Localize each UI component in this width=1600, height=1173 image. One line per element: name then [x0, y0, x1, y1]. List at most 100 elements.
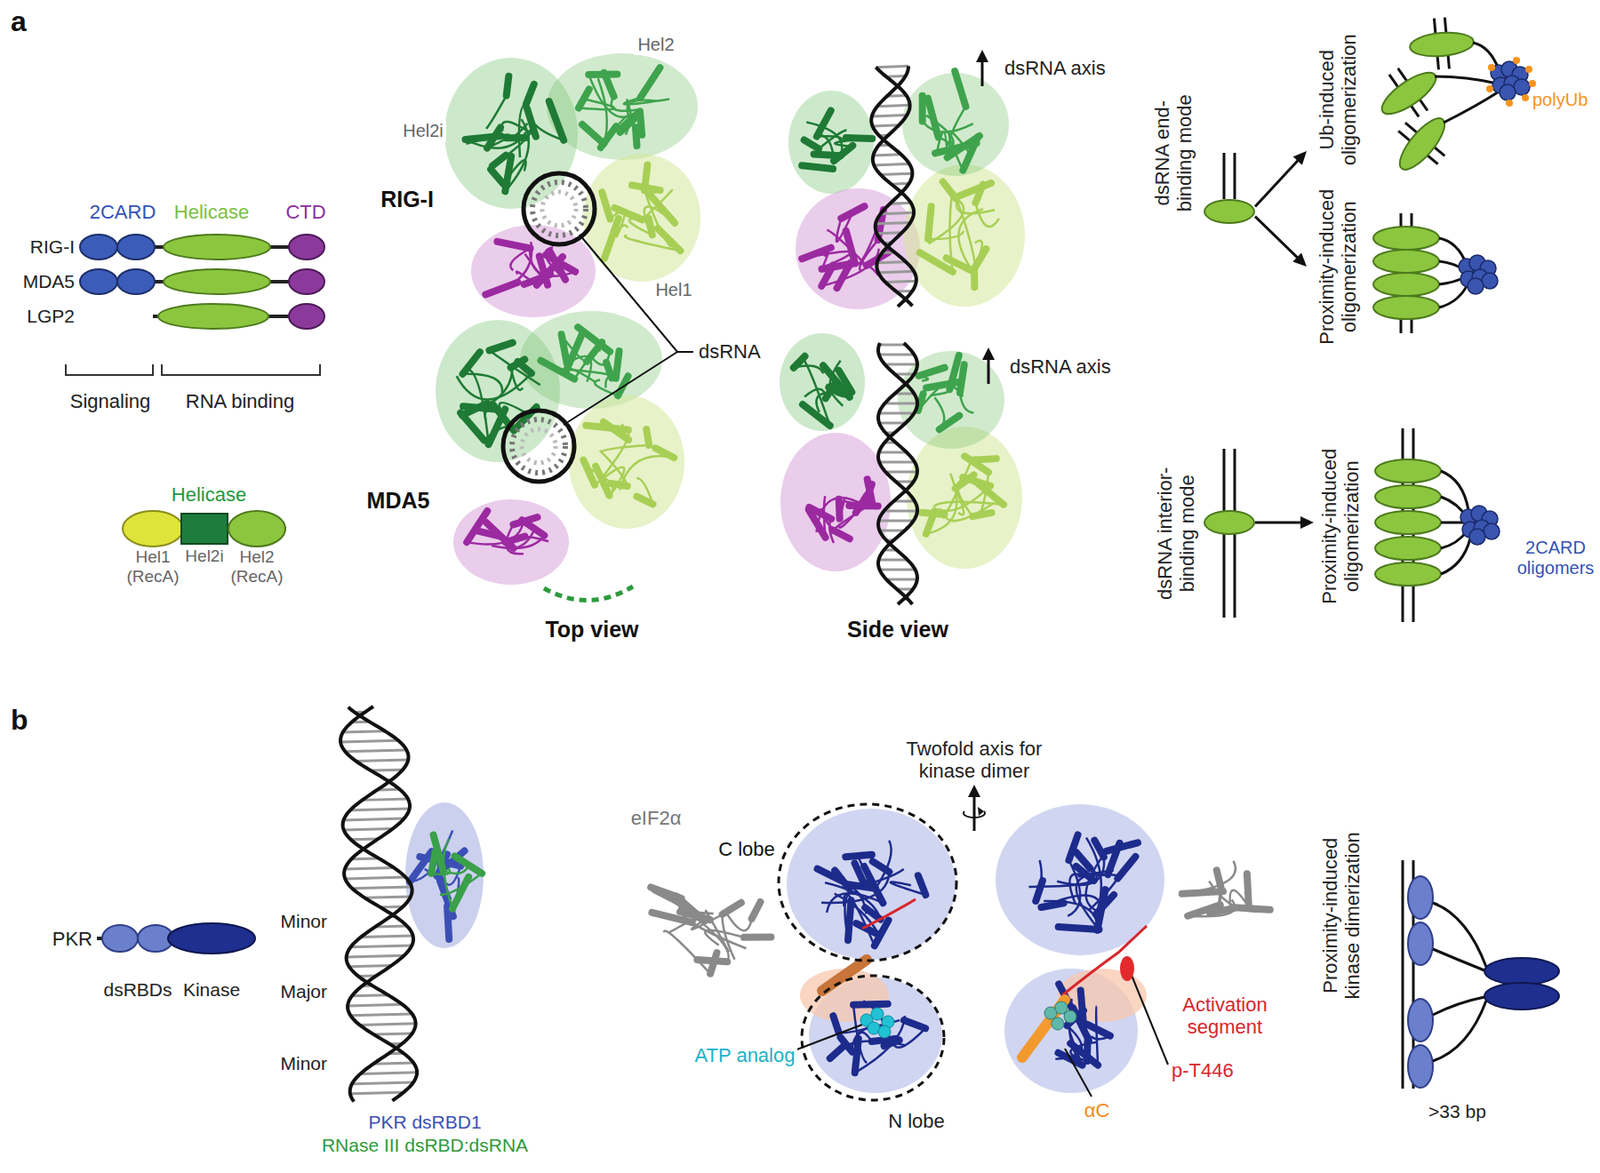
base-pair	[880, 212, 914, 214]
domain-diagram-part	[163, 234, 271, 260]
helix-ribbon	[490, 169, 504, 184]
rna-backbone	[872, 67, 914, 307]
domain-diagram-part	[65, 364, 320, 376]
protein-surface-part	[788, 90, 874, 194]
helicase-diagram-part	[181, 513, 228, 544]
oligomer-schematic-part-part	[1373, 249, 1440, 273]
figure-label: dsRNA axis	[1009, 355, 1112, 378]
figure-label: Top view	[544, 616, 639, 643]
protein-surface-part	[780, 432, 891, 572]
helix-ribbon	[801, 165, 833, 169]
arrow-line	[1255, 159, 1300, 208]
kinase-features-part	[822, 960, 867, 992]
loop-ribbon	[465, 135, 510, 149]
base-pair	[885, 471, 918, 474]
helicase-diagram-part	[228, 511, 286, 547]
leader-line-part	[987, 358, 991, 384]
base-pair	[873, 163, 910, 165]
helix-ribbon	[840, 206, 864, 219]
base-pair	[884, 402, 918, 406]
helix-ribbon	[610, 483, 628, 487]
kinase-features-part	[860, 1008, 895, 1039]
loop-ribbon	[934, 397, 944, 430]
pkr-domains	[96, 923, 256, 954]
domain-diagram-part	[117, 269, 155, 295]
loop-ribbon	[843, 894, 874, 946]
protein-surface-part	[546, 53, 698, 160]
protein-cartoon	[409, 67, 1271, 1073]
loop-ribbon	[926, 384, 963, 398]
base-pair	[879, 461, 915, 464]
protein-surface-part	[544, 586, 633, 601]
figure-label: CTD	[285, 200, 326, 224]
helix-ribbon	[867, 479, 873, 504]
arrow-connector	[1255, 516, 1314, 529]
arrow-head-part	[982, 347, 995, 360]
loop-ribbon	[680, 898, 714, 914]
figure-label: p-T446	[1171, 1059, 1234, 1082]
loop-ribbon	[456, 373, 532, 400]
helix-ribbon	[464, 136, 501, 140]
kinase-features-part-part	[1051, 1017, 1064, 1031]
figure-label: MDA5	[23, 271, 75, 293]
figure-label: RNA binding	[185, 390, 295, 413]
loop-ribbon	[646, 186, 661, 194]
loop-ribbon	[934, 502, 1004, 508]
protein-surface	[405, 53, 1165, 1094]
helix-ribbon	[496, 241, 530, 249]
loop-ribbon	[930, 389, 951, 396]
base-pair	[344, 750, 407, 752]
loop-ribbon	[624, 97, 670, 105]
figure-label: ATP analog	[692, 1044, 799, 1067]
helix-ribbon	[1087, 1024, 1111, 1037]
ubiquitin-dot	[1488, 64, 1496, 72]
rna-backbone	[343, 707, 416, 1103]
base-pair	[343, 818, 404, 821]
card-domain	[1467, 278, 1484, 295]
helix-ribbon	[804, 140, 819, 150]
base-pair	[878, 520, 913, 523]
kinase-features-part	[1120, 956, 1135, 982]
oligomer-schematic-part-part	[1375, 459, 1441, 483]
ubiquitin-dot	[1521, 94, 1529, 102]
helix-ribbon	[1070, 1043, 1098, 1066]
loop-ribbon	[443, 839, 453, 910]
loop-ribbon	[644, 190, 672, 248]
loop-ribbon	[1056, 856, 1104, 885]
oligomer-schematic-part-part	[1408, 999, 1433, 1042]
helix-ribbon	[972, 512, 992, 517]
base-pair	[360, 1024, 416, 1026]
protein-surface-part	[902, 72, 1009, 176]
oligomer-group: Proximity-induced oligomerization2CARD o…	[1313, 424, 1599, 630]
loop-ribbon	[793, 366, 824, 375]
rna-backbone	[878, 343, 918, 605]
oligomer-schematic-part-part	[1375, 562, 1441, 586]
node-text: polyUb	[1532, 89, 1588, 111]
base-pair	[872, 154, 901, 156]
loop-ribbon	[922, 121, 974, 133]
figure-label: Hel1	[652, 280, 695, 301]
oligomer-schematic	[1224, 15, 1560, 1089]
loop-ribbon	[668, 914, 704, 934]
helix-ribbon	[1076, 852, 1091, 869]
helix-ribbon	[1247, 873, 1249, 907]
base-pair	[877, 104, 911, 106]
arrow-connector	[1255, 216, 1307, 267]
helix-ribbon	[954, 71, 966, 107]
loop-ribbon	[504, 119, 529, 192]
oligomer-schematic-part	[1375, 459, 1441, 586]
loop-ribbon	[919, 376, 928, 381]
dsrna-ring-part	[512, 419, 566, 473]
helix-ribbon	[578, 88, 590, 108]
loop-ribbon	[853, 1005, 867, 1064]
oligomer-schematic-part	[1373, 226, 1440, 320]
loop-ribbon	[578, 99, 615, 111]
helix-ribbon	[872, 861, 890, 872]
base-pair	[879, 529, 904, 533]
protein-surface-part	[1057, 968, 1147, 1023]
protein-surface-part	[583, 153, 701, 282]
base-pair	[370, 768, 403, 773]
loop-ribbon	[511, 368, 524, 391]
protein-surface-part	[795, 188, 920, 310]
ubiquitin-dot	[1525, 65, 1533, 73]
